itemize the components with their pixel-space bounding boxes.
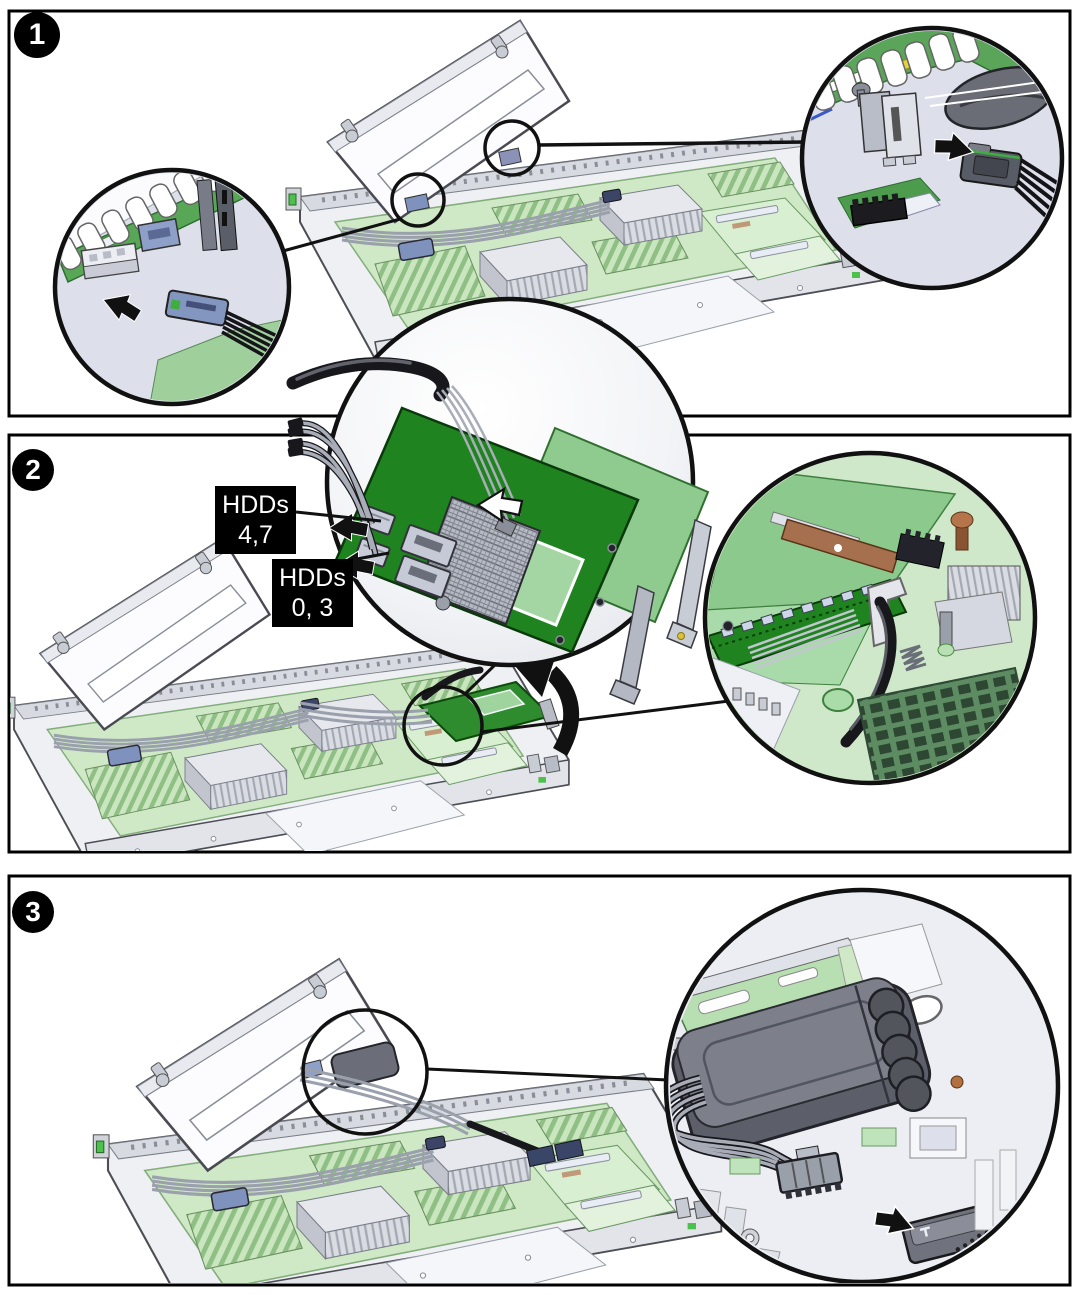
- callout-card-edge-connector: [702, 450, 1038, 786]
- label-hdds-4-7: HDDs 4,7: [215, 486, 296, 554]
- battery-in-chassis: [299, 1041, 584, 1168]
- board-connector-white: [80, 242, 140, 280]
- board-socket-connector: [851, 82, 922, 167]
- callout-backplane-connector-left: [52, 167, 292, 407]
- callout-raid-card-removal: [286, 296, 712, 705]
- label-line: HDDs: [279, 564, 346, 592]
- panel-2-illustration: [1, 450, 1038, 868]
- battery-cells: [867, 987, 932, 1112]
- dome-button: [822, 688, 854, 712]
- hdd-cable-bundle: [287, 417, 379, 557]
- step-3-badge: 3: [12, 891, 54, 933]
- leader-line: [295, 510, 382, 523]
- spring: [899, 644, 927, 672]
- marker-circle-battery: [301, 1008, 429, 1136]
- pcie-slot-bracket: [196, 174, 238, 252]
- battery-pack: [671, 977, 932, 1155]
- marker-circle-raid-card: [402, 685, 484, 767]
- cable-connector: [404, 193, 430, 213]
- pci-bracket: [609, 584, 655, 705]
- black-cable: [840, 596, 897, 748]
- leader-line: [463, 659, 501, 696]
- panel-1-illustration: [52, 21, 1065, 407]
- insert-arrow-icon: [475, 486, 524, 524]
- callout-motherboard-connector-right: [799, 25, 1065, 291]
- dimm-socket-black: [895, 528, 945, 569]
- callout-battery: [663, 887, 1061, 1283]
- label-line: 0, 3: [291, 594, 334, 622]
- mini-sas-cable-connector: [959, 142, 1059, 223]
- leader-line: [538, 140, 807, 147]
- panel-3-illustration: [93, 887, 1061, 1283]
- marker-circle-hdd-cable-right: [483, 119, 541, 177]
- standoff-copper: [950, 511, 974, 529]
- marker-circle-hdd-cable-left: [390, 172, 446, 228]
- power-connector-black: [850, 193, 908, 227]
- label-hdds-0-3: HDDs 0, 3: [272, 559, 353, 627]
- cable-connector: [498, 147, 522, 167]
- battery-cable-connector: [775, 1145, 844, 1200]
- pci-bracket: [666, 518, 712, 649]
- label-line: HDDs: [222, 491, 289, 519]
- leader-line: [426, 1067, 669, 1082]
- step-1-badge: 1: [14, 12, 60, 58]
- label-line: 4,7: [238, 521, 273, 549]
- sas-connector-housing: [394, 524, 458, 599]
- leader-line: [282, 217, 401, 253]
- step-2-badge: 2: [12, 449, 54, 491]
- leader-line: [480, 699, 730, 734]
- ribbon-wires: [747, 608, 863, 670]
